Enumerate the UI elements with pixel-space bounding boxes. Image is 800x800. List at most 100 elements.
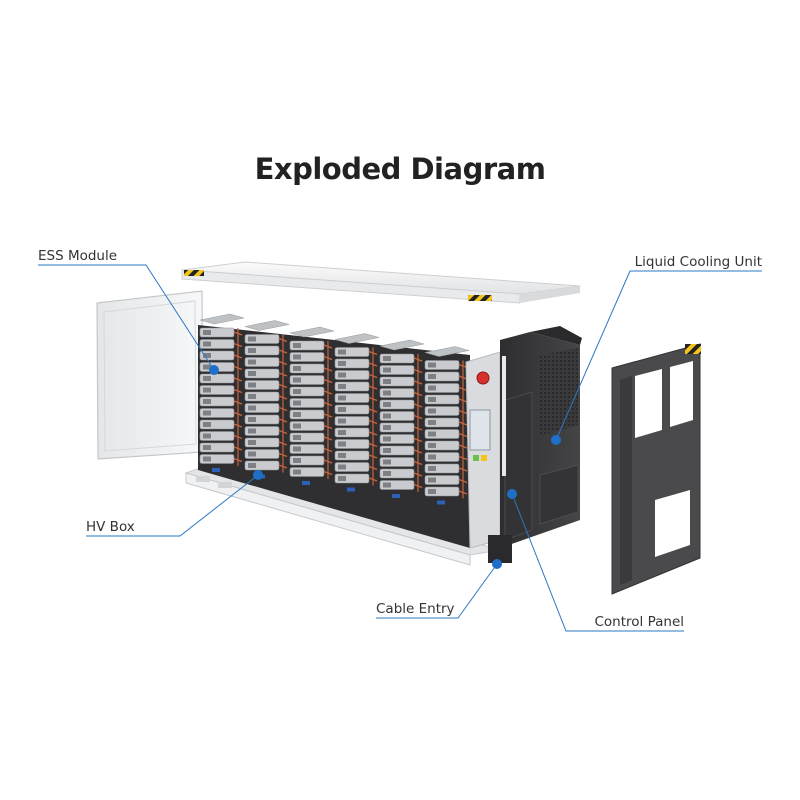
battery-module bbox=[424, 406, 468, 416]
callouts bbox=[38, 264, 762, 632]
battery-module-terminal bbox=[383, 471, 391, 476]
cooling-unit-bottom bbox=[488, 535, 512, 563]
battery-module-terminal bbox=[383, 425, 391, 430]
emergency-stop bbox=[476, 371, 490, 385]
battery-module-terminal bbox=[248, 428, 256, 434]
control-indicator-green bbox=[473, 455, 479, 461]
battery-module bbox=[289, 363, 333, 374]
rack-top-bar bbox=[334, 333, 380, 344]
battery-module bbox=[289, 421, 333, 431]
battery-module bbox=[379, 457, 423, 467]
battery-module-terminal bbox=[428, 385, 436, 391]
battery-module-terminal bbox=[203, 330, 211, 335]
column-bms-connector bbox=[392, 494, 400, 498]
battery-module-terminal bbox=[428, 454, 436, 460]
battery-module-terminal bbox=[248, 451, 256, 457]
battery-module-terminal bbox=[293, 354, 301, 360]
battery-module-terminal bbox=[338, 418, 346, 424]
column-bms-connector bbox=[212, 468, 220, 472]
control-display bbox=[469, 409, 491, 451]
battery-module bbox=[424, 383, 468, 393]
label-cable-entry: Cable Entry bbox=[376, 601, 455, 617]
battery-module-terminal bbox=[293, 469, 301, 475]
battery-module-terminal bbox=[338, 361, 346, 366]
battery-module bbox=[334, 462, 378, 472]
battery-module bbox=[379, 411, 423, 421]
battery-module-terminal bbox=[203, 376, 211, 381]
label-control-panel: Control Panel bbox=[594, 614, 684, 630]
battery-module-terminal bbox=[293, 400, 301, 406]
battery-module bbox=[289, 444, 333, 454]
battery-module-terminal bbox=[383, 379, 391, 384]
battery-module bbox=[379, 468, 423, 479]
battery-module-terminal bbox=[293, 423, 301, 429]
callout-dot-cable-entry bbox=[492, 559, 502, 569]
battery-module bbox=[424, 440, 468, 451]
battery-module-terminal bbox=[383, 402, 391, 407]
battery-module bbox=[244, 334, 288, 344]
battery-module-terminal bbox=[338, 372, 346, 378]
battery-module bbox=[199, 339, 243, 349]
battery-module-terminal bbox=[428, 477, 436, 483]
battery-module bbox=[379, 399, 423, 410]
battery-module-terminal bbox=[338, 395, 346, 401]
battery-module-terminal bbox=[293, 343, 301, 348]
battery-module-terminal bbox=[248, 417, 256, 422]
right-door bbox=[611, 343, 701, 595]
battery-module bbox=[244, 460, 288, 471]
column-bms-connector bbox=[437, 500, 445, 505]
battery-module-terminal bbox=[293, 389, 301, 394]
battery-module-terminal bbox=[293, 446, 301, 452]
battery-module-terminal bbox=[248, 394, 256, 399]
control-indicator-yellow bbox=[481, 455, 487, 461]
battery-module-terminal bbox=[428, 397, 436, 402]
floor-vent-2 bbox=[218, 482, 232, 488]
battery-module bbox=[424, 417, 468, 428]
battery-module bbox=[199, 327, 243, 338]
battery-module-terminal bbox=[428, 489, 436, 494]
rack-top-bar bbox=[244, 320, 290, 331]
battery-module-terminal bbox=[203, 456, 211, 462]
battery-module bbox=[424, 452, 468, 462]
label-liquid-cooling-unit: Liquid Cooling Unit bbox=[635, 254, 762, 270]
callout-dot-hv-box bbox=[253, 470, 263, 480]
rack-top-bar bbox=[289, 326, 335, 338]
battery-module-terminal bbox=[293, 366, 301, 371]
callout-line-liquid-cooling-unit bbox=[555, 270, 762, 441]
battery-module-terminal bbox=[383, 459, 391, 465]
column-bms-connector bbox=[347, 487, 355, 492]
battery-module-terminal bbox=[248, 348, 256, 353]
battery-module-terminal bbox=[338, 407, 346, 412]
battery-module-terminal bbox=[428, 420, 436, 425]
battery-module-terminal bbox=[428, 431, 436, 437]
battery-module-terminal bbox=[248, 405, 256, 411]
callout-dots bbox=[209, 365, 561, 569]
battery-module-terminal bbox=[248, 359, 256, 365]
callout-dot-control-panel bbox=[507, 489, 517, 499]
battery-module bbox=[289, 352, 333, 362]
battery-module-terminal bbox=[428, 374, 436, 379]
battery-module bbox=[334, 427, 378, 438]
battery-module-terminal bbox=[338, 464, 346, 470]
diagram-title: Exploded Diagram bbox=[254, 152, 546, 186]
battery-module-terminal bbox=[248, 336, 256, 342]
battery-module bbox=[289, 467, 333, 477]
battery-module bbox=[379, 365, 423, 375]
battery-module-terminal bbox=[293, 377, 301, 383]
battery-module-terminal bbox=[293, 412, 301, 417]
battery-module bbox=[334, 381, 378, 392]
battery-module-terminal bbox=[428, 443, 436, 448]
callout-dot-ess-module bbox=[209, 365, 219, 375]
cooling-pipe-v bbox=[502, 356, 506, 476]
battery-module-terminal bbox=[383, 367, 391, 373]
battery-module bbox=[379, 376, 423, 387]
battery-module bbox=[379, 388, 423, 398]
battery-module-terminal bbox=[248, 371, 256, 376]
hv-control-column bbox=[465, 351, 501, 549]
battery-module-terminal bbox=[338, 384, 346, 389]
battery-module bbox=[424, 486, 468, 497]
battery-module-terminal bbox=[248, 382, 256, 388]
battery-module bbox=[334, 347, 378, 357]
battery-module-terminal bbox=[383, 390, 391, 396]
callout-line-ess-module bbox=[38, 264, 215, 371]
